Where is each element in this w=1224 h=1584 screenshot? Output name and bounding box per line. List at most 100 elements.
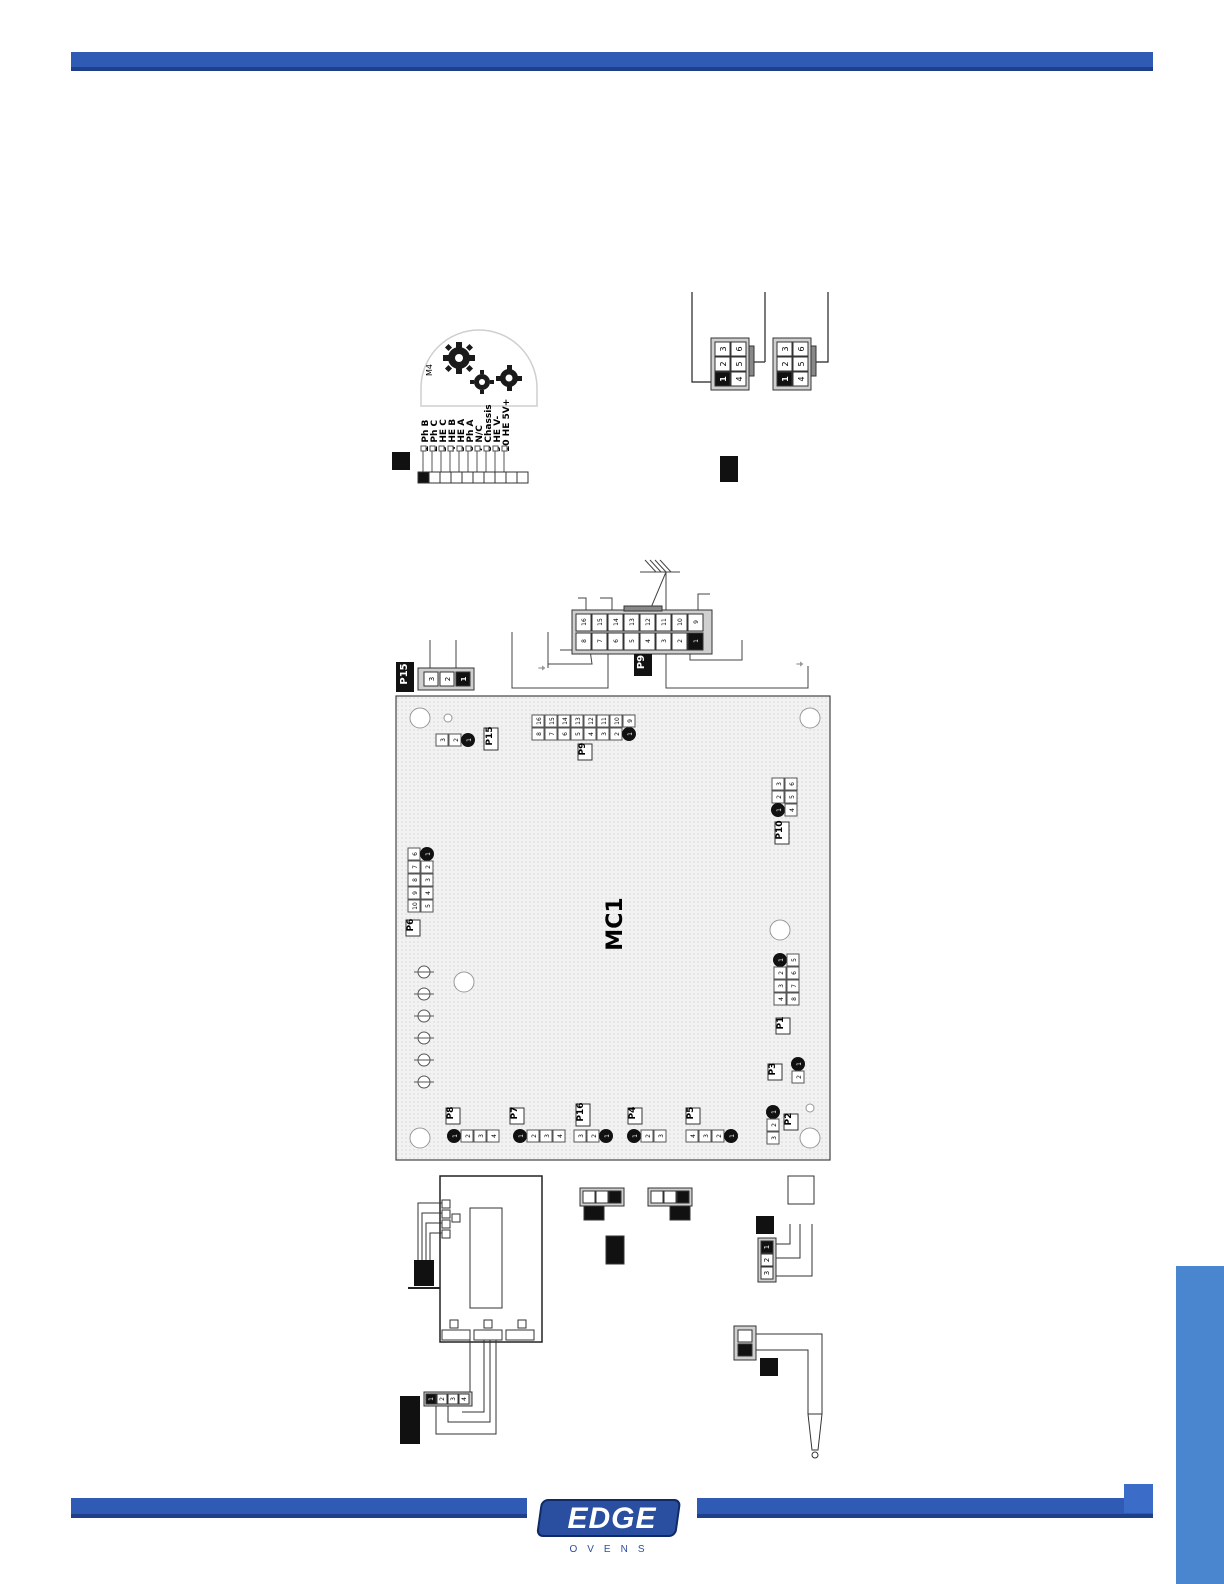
plug-pin	[591, 613, 608, 632]
board-pin-label: 7	[412, 865, 419, 869]
board-pin	[596, 714, 610, 728]
gear-icon	[496, 365, 522, 391]
svg-text:1: 1	[719, 376, 728, 382]
plug-pin-label: 5	[629, 639, 636, 643]
svg-text:4: 4	[461, 1397, 468, 1401]
svg-text:6: 6	[735, 346, 744, 351]
board-pin-label: 1	[452, 1134, 459, 1138]
connector-label: P15	[485, 726, 495, 745]
svg-text:3: 3	[428, 677, 436, 681]
plug-pin-label: 8	[581, 639, 588, 643]
small-plugs	[579, 1187, 693, 1265]
board-pin	[420, 899, 434, 913]
board-pin-label: 12	[588, 717, 595, 725]
board-pin-label: 15	[549, 717, 556, 725]
plug-pin-label: 12	[645, 618, 652, 626]
six-pin-plug-labels: 3 6 2 5 1 4	[719, 346, 744, 381]
plug-pin	[687, 613, 704, 632]
page-corner-marker	[1124, 1484, 1153, 1513]
board-pin-label: 3	[776, 782, 783, 786]
board-pin	[771, 777, 785, 791]
side-tab	[1176, 1266, 1224, 1584]
plug-pin	[591, 632, 608, 651]
plug-pin	[655, 613, 672, 632]
motor-pin-label: 9 HE V-	[493, 415, 503, 452]
plug-pin	[575, 632, 592, 651]
board-pin-label: 2	[465, 1134, 472, 1138]
board-pin-label: 2	[425, 865, 432, 869]
board-title: MC1	[603, 897, 628, 950]
board-pin-label: 1	[771, 1110, 778, 1114]
board-pin-label: 11	[601, 717, 608, 725]
svg-text:2: 2	[719, 361, 728, 366]
svg-text:3: 3	[719, 346, 728, 351]
plug-pin	[687, 632, 704, 651]
board-pin	[544, 714, 558, 728]
svg-text:P15: P15	[399, 663, 410, 684]
board-pin	[460, 1129, 474, 1143]
board-pin-label: 2	[796, 1075, 803, 1079]
pin-one-marker	[724, 1129, 738, 1143]
board-pin-label: 5	[425, 904, 432, 908]
board-pin-label: 2	[614, 732, 621, 736]
board-pin	[653, 1129, 667, 1143]
svg-text:2: 2	[444, 677, 452, 681]
temperature-sensor	[733, 1325, 823, 1459]
board-pin-label: 3	[703, 1134, 710, 1138]
plug-pin-label: 4	[645, 639, 652, 643]
board-pin-label: 1	[632, 1134, 639, 1138]
svg-text:⏚: ⏚	[796, 661, 804, 668]
callout-marker	[605, 1235, 625, 1265]
board-pin-label: 3	[601, 732, 608, 736]
board-pin	[784, 790, 798, 804]
board-pin-label: 3	[778, 984, 785, 988]
svg-text:6: 6	[797, 346, 806, 351]
mounting-holes	[409, 707, 821, 1149]
pin-one-marker	[599, 1129, 613, 1143]
plug-pin	[639, 632, 656, 651]
svg-text:3: 3	[450, 1397, 457, 1401]
board-pin	[407, 860, 421, 874]
board-pin-label: 5	[789, 795, 796, 799]
motor-pin-label: 6 Ph A	[466, 419, 476, 452]
board-pin	[420, 886, 434, 900]
board-pin	[407, 886, 421, 900]
plug-pin	[671, 613, 688, 632]
svg-text:1: 1	[781, 376, 790, 382]
edge-ovens-logo: EDGE OVENS	[533, 1494, 691, 1558]
callout-marker	[760, 1358, 778, 1376]
motor-pin-label: 1 Ph B	[421, 419, 431, 452]
board-pin	[420, 860, 434, 874]
board-pin-label: 3	[544, 1134, 551, 1138]
six-pin-plug-pair: 3 6 2 5 1 4 3 6 2 5 1 4	[691, 292, 829, 482]
motor-m4: M4 1 Ph B 2 Ph C 3 HE C 4 HE B 5 HE A 6 …	[392, 329, 538, 484]
pin-one-marker	[771, 803, 785, 817]
pin-one-marker	[773, 953, 787, 967]
motor-pin-label: 10 HE 5V+	[502, 399, 512, 452]
footer-band-right	[697, 1498, 1153, 1518]
svg-text:2: 2	[439, 1397, 446, 1401]
board-pin-label: 1	[776, 808, 783, 812]
connector-label: P8	[446, 1107, 456, 1120]
gear-icon	[443, 342, 475, 374]
board-pin	[539, 1129, 553, 1143]
board-pin-label: 2	[531, 1134, 538, 1138]
board-pin	[407, 873, 421, 887]
motor-pin-label: 5 HE A	[457, 419, 467, 452]
connector-label: P2	[784, 1113, 794, 1126]
board-pin	[573, 1129, 587, 1143]
board-pin	[786, 953, 800, 967]
board-pin-label: 3	[440, 738, 447, 742]
board-pin	[570, 714, 584, 728]
pin-one-marker	[461, 733, 475, 747]
board-pin	[766, 1118, 780, 1132]
gear-icon	[470, 370, 494, 394]
board-pin	[698, 1129, 712, 1143]
board-pin	[773, 966, 787, 980]
plug-pin-label: 16	[581, 618, 588, 626]
ribbon-plug	[423, 1391, 473, 1407]
plug-pin-label: 11	[661, 618, 668, 626]
